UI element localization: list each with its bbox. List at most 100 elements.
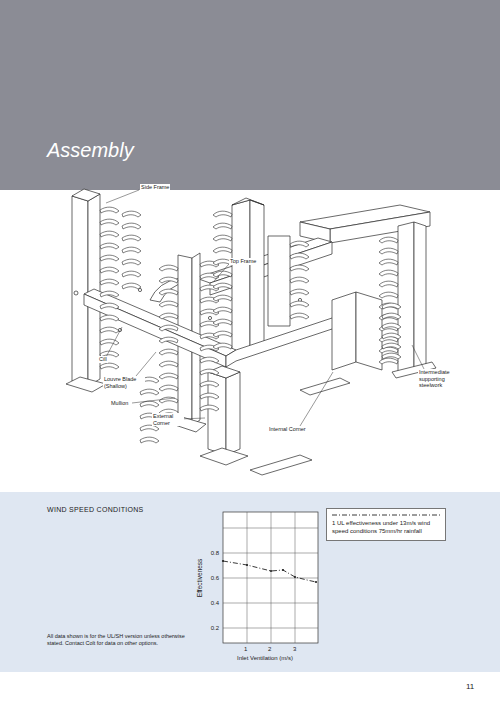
bolt	[138, 288, 141, 291]
tick-label: 0.6	[205, 575, 219, 582]
part-label: Mullion	[110, 400, 129, 407]
info-band	[0, 492, 500, 672]
leader-lines	[106, 190, 424, 426]
louvre-blade	[100, 207, 119, 213]
internal-corner	[332, 292, 356, 370]
louvre-blade	[200, 369, 219, 375]
leader-line	[300, 372, 333, 426]
section-heading: WIND SPEED CONDITIONS	[47, 506, 144, 514]
louvre-blade	[200, 381, 219, 387]
louvre-blade	[290, 313, 309, 319]
louvre-blades	[100, 207, 401, 443]
louvre-blade	[159, 373, 178, 379]
data-line	[223, 561, 316, 582]
louvre-blade	[290, 253, 309, 259]
louvre-blade	[200, 357, 219, 363]
louvre-blade	[213, 283, 232, 289]
louvre-blade	[213, 307, 232, 313]
louvre-blade	[100, 267, 119, 273]
external-corner-side	[226, 372, 240, 455]
louvre-blade	[213, 343, 232, 349]
louvre-blade	[382, 323, 401, 329]
louvre-blade	[100, 279, 119, 285]
louvre-blade	[379, 292, 398, 298]
tick-label: 3	[293, 646, 296, 653]
louvre-blade	[213, 331, 232, 337]
louvre-blade	[159, 349, 178, 355]
part-label: External Corner	[152, 413, 184, 426]
louvre-blade	[290, 277, 309, 283]
data-markers	[222, 560, 317, 583]
louvre-blade	[122, 211, 141, 217]
louvre-assembly	[66, 189, 436, 475]
louvre-blade	[213, 247, 232, 253]
louvre-blade	[290, 241, 309, 247]
louvre-blade	[159, 289, 178, 295]
louvre-blade	[100, 303, 119, 309]
legend-line	[332, 515, 440, 516]
louvre-blade	[159, 337, 178, 343]
part-label: Top Frame	[229, 258, 257, 265]
louvre-blade	[122, 283, 141, 289]
louvre-blade	[382, 303, 401, 309]
axis-title: Effectiveness	[196, 559, 204, 598]
louvre-blade	[159, 397, 178, 403]
louvre-blade	[159, 361, 178, 367]
cill-face	[84, 294, 226, 367]
louvre-blade	[382, 353, 401, 359]
louvre-blade	[140, 437, 159, 443]
right-column	[398, 222, 414, 372]
louvre-blade	[100, 243, 119, 249]
leader-line	[106, 327, 122, 357]
plot-area	[223, 512, 318, 643]
legend-sample	[332, 512, 440, 518]
louvre-blade	[100, 363, 119, 369]
tick-label: 0.8	[205, 550, 219, 557]
base-plate	[250, 455, 312, 475]
cill-top	[84, 289, 236, 356]
louvre-blade	[140, 401, 159, 407]
leader-line	[412, 345, 424, 369]
louvre-blade	[200, 405, 219, 411]
louvre-blade	[213, 235, 232, 241]
louvre-blade	[159, 313, 178, 319]
leader-line	[214, 264, 229, 281]
louvre-blade	[100, 327, 119, 333]
louvre-blade	[122, 247, 141, 253]
louvre-blade	[379, 270, 398, 276]
louvre-blade	[100, 315, 119, 321]
louvre-blade	[159, 325, 178, 331]
part-label: Louvre Blade (Shallow)	[103, 376, 145, 389]
louvre-blade	[140, 389, 159, 395]
page-number: 11	[466, 682, 474, 692]
grid	[223, 512, 318, 643]
louvre-blade	[100, 231, 119, 237]
part-label: Internal Corner	[268, 426, 314, 433]
side-frame-cap	[72, 189, 100, 201]
louvre-blade	[213, 223, 232, 229]
corner-column-side	[250, 200, 264, 350]
leader-line	[132, 398, 175, 403]
louvre-blade	[213, 271, 232, 277]
effectiveness-chart	[222, 512, 318, 643]
louvre-blade	[122, 235, 141, 241]
louvre-blade	[213, 319, 232, 325]
tick-label: 1	[244, 646, 247, 653]
louvre-blade	[382, 333, 401, 339]
tick-label: 0.4	[205, 600, 219, 607]
part-label: Intermediate supporting steelwork	[418, 369, 468, 389]
right-column-side	[414, 222, 426, 368]
axis-title: Inlet Ventilation (m/s)	[237, 655, 293, 662]
louvre-blade	[213, 211, 232, 217]
tick-label: 2	[268, 646, 271, 653]
bolt	[208, 316, 211, 319]
side-frame-base	[66, 377, 106, 392]
louvre-blade	[100, 255, 119, 261]
louvre-blade	[382, 313, 401, 319]
louvre-blade	[290, 301, 309, 307]
louvre-blade	[159, 265, 178, 271]
legend-entry: 1 UL effectiveness under 13m/s wind spee…	[332, 512, 440, 536]
footnote: All data shown is for the UL/SH version …	[47, 633, 197, 646]
